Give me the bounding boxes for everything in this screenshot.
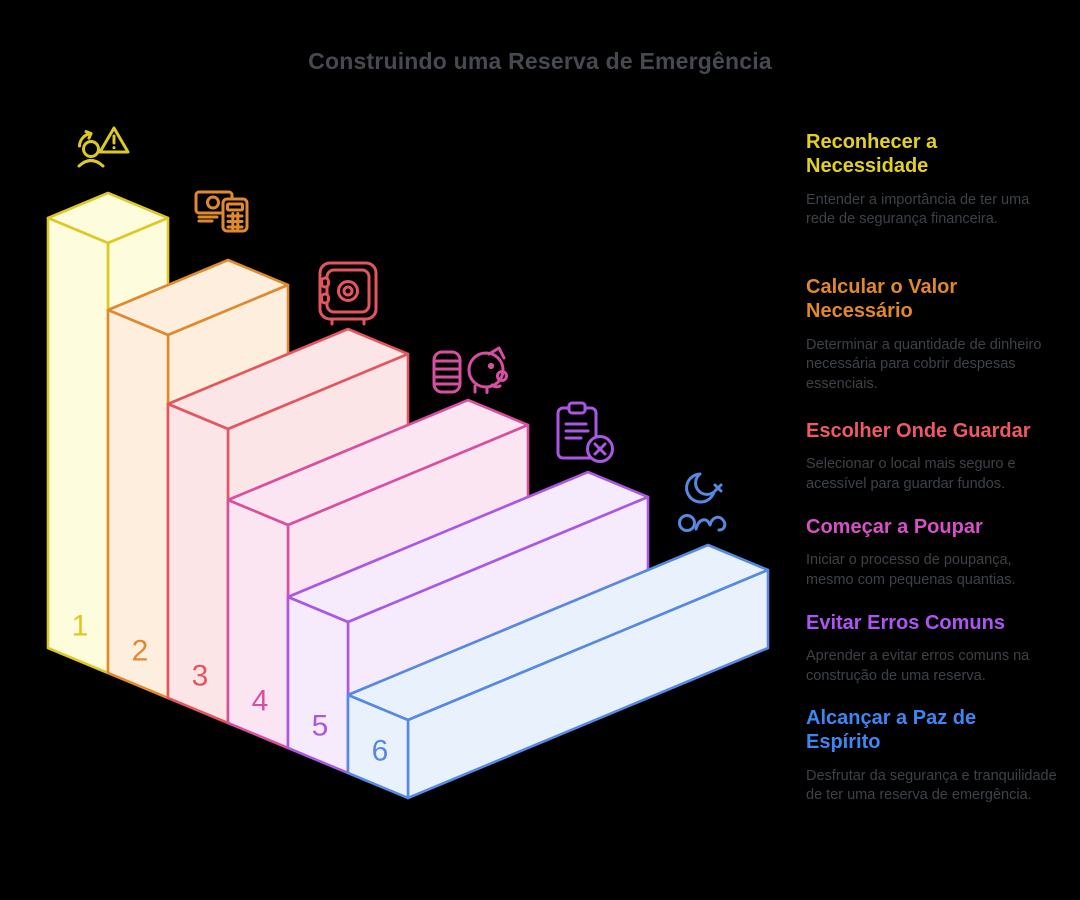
step-number-4: 4: [252, 684, 269, 717]
legend-section-1: Reconhecer a Necessidade Entender a impo…: [806, 130, 1058, 230]
legend-section-2: Calcular o Valor Necessário Determinar a…: [806, 275, 1058, 394]
legend-section-3: Escolher Onde Guardar Selecionar o local…: [806, 419, 1058, 495]
safe-icon: [318, 261, 378, 326]
section-title: Calcular o Valor Necessário: [806, 276, 958, 323]
step-number-1: 1: [72, 609, 89, 642]
step-6-front-face: [346, 693, 410, 800]
piggy-bank-icon: [432, 346, 508, 394]
legend-section-5: Evitar Erros Comuns Aprender a evitar er…: [806, 611, 1058, 687]
legend-section-4: Começar a Poupar Iniciar o processo de p…: [806, 515, 1058, 591]
step-number-6: 6: [372, 734, 389, 767]
step-5-front-face: [286, 595, 350, 775]
section-title: Reconhecer a Necessidade: [806, 131, 938, 178]
section-title: Evitar Erros Comuns: [806, 612, 1005, 634]
section-description: Desfrutar da segurança e tranquilidade d…: [806, 767, 1057, 804]
step-1-front-face: [46, 216, 110, 675]
section-title: Alcançar a Paz de Espírito: [806, 707, 977, 754]
section-description: Iniciar o processo de poupança, mesmo co…: [806, 552, 1016, 588]
step-number-5: 5: [312, 709, 329, 742]
clipboard-x-icon: [556, 401, 614, 463]
step-number-2: 2: [132, 634, 149, 667]
section-description: Aprender a evitar erros comuns na constr…: [806, 648, 1030, 684]
staircase: [46, 191, 770, 800]
step-number-3: 3: [192, 659, 209, 692]
section-description: Selecionar o local mais seguro e acessív…: [806, 456, 1016, 492]
section-description: Determinar a quantidade de dinheiro nece…: [806, 336, 1042, 392]
page-title: Construindo uma Reserva de Emergência: [308, 48, 772, 74]
money-calculator-icon: [194, 190, 249, 233]
section-title: Começar a Poupar: [806, 516, 983, 538]
legend-section-6: Alcançar a Paz de Espírito Desfrutar da …: [806, 706, 1058, 806]
section-title: Escolher Onde Guardar: [806, 420, 1031, 442]
sleeping-person-icon: [678, 472, 727, 532]
section-description: Entender a importância de ter uma rede d…: [806, 191, 1030, 228]
user-alert-icon: [77, 126, 130, 168]
step-numbers: 1 2 3 4 5 6: [72, 609, 389, 767]
